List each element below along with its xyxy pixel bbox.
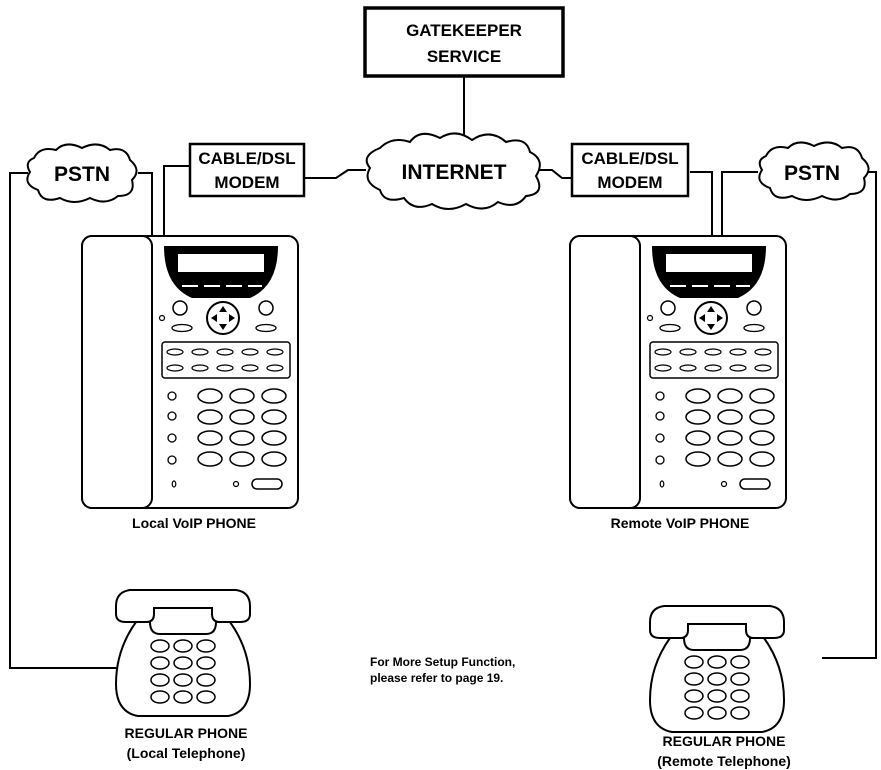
modem-right-label-1: CABLE/DSL [581,149,678,168]
line-pstn-left-phone [138,172,153,236]
voip-phone-local-icon [81,235,299,509]
line-modem-right-phone [690,171,713,236]
line-internet-modem-left [304,169,366,179]
regular-remote-label-1: REGULAR PHONE [663,733,786,749]
gatekeeper-label-1: GATEKEEPER [406,21,522,40]
regular-remote-label-2: (Remote Telephone) [657,753,791,769]
regular-local-label-1: REGULAR PHONE [125,725,248,741]
modem-right-label-2: MODEM [597,173,662,192]
internet-label: INTERNET [402,161,507,184]
regular-local-label-2: (Local Telephone) [127,745,246,761]
setup-note-line-2: please refer to page 19. [370,671,503,685]
gatekeeper-box: GATEKEEPER SERVICE [363,6,565,78]
line-pstn-right-regular [822,171,877,659]
pstn-cloud-right: PSTN [758,141,870,201]
voip-local-caption: Local VoIP PHONE [132,515,256,531]
modem-box-left: CABLE/DSL MODEM [188,142,306,198]
voip-phone-remote-icon [569,235,787,509]
modem-left-label-1: CABLE/DSL [198,149,295,168]
line-pstn-left-regular [9,172,118,669]
modem-left-label-2: MODEM [214,173,279,192]
connection-lines [9,76,877,669]
voip-remote-caption: Remote VoIP PHONE [611,515,750,531]
modem-box-right: CABLE/DSL MODEM [570,142,690,198]
pstn-right-label: PSTN [784,162,840,185]
line-pstn-right-phone [721,171,758,236]
gatekeeper-label-2: SERVICE [427,47,501,66]
pstn-cloud-left: PSTN [26,143,138,203]
pstn-left-label: PSTN [54,163,110,186]
line-modem-left-phone [163,165,190,236]
line-internet-modem-right [538,169,572,179]
regular-phone-local-icon [115,589,251,717]
internet-cloud: INTERNET [365,132,541,210]
regular-phone-remote-icon [649,605,785,733]
setup-note-line-1: For More Setup Function, [370,655,515,669]
